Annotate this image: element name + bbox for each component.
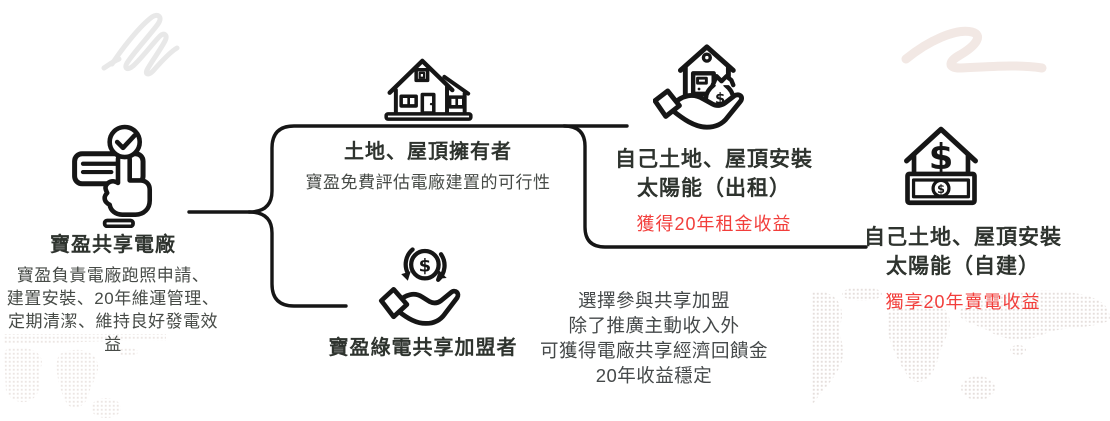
brush-stroke-decoration-icon — [901, 26, 1047, 73]
dollar-glyph: $ — [929, 137, 954, 178]
self-build-title-line1: 自己土地、屋頂安裝 — [864, 226, 1062, 249]
note-line: 除了推廣主動收入外 — [568, 315, 740, 336]
rent-title-line2: 太陽能（出租） — [637, 177, 791, 200]
dollar-glyph: $ — [937, 183, 945, 196]
node-owner: 土地、屋頂擁有者 寶盈免費評估電廠建置的可行性 — [298, 44, 558, 194]
note-line: 20年收益穩定 — [595, 365, 713, 386]
dollar-glyph: $ — [715, 91, 725, 108]
provider-desc-line: 寶盈負責電廠跑照申請、 — [16, 266, 210, 285]
node-franchisee: $ 寶盈綠電共享加盟者 — [313, 241, 533, 361]
rent-benefit: 獲得20年租金收益 — [636, 214, 792, 234]
dollar-cycle-hand-icon: $ — [378, 247, 461, 326]
franchise-note: 選擇參與共享加盟 除了推廣主動收入外 可獲得電廠共享經濟回饋金 20年收益穩定 — [529, 288, 779, 388]
node-provider: 寶盈共享電廠 寶盈負責電廠跑照申請、 建置安裝、20年維運管理、 定期清潔、維持… — [5, 122, 221, 356]
owner-title: 土地、屋頂擁有者 — [344, 141, 512, 163]
franchisee-title: 寶盈綠電共享加盟者 — [328, 337, 518, 359]
self-build-title-line2: 太陽能（自建） — [886, 255, 1040, 278]
note-line: 選擇參與共享加盟 — [577, 290, 730, 311]
provider-desc-line: 定期清潔、維持良好發電效益 — [8, 312, 218, 354]
form-check-click-icon — [72, 124, 153, 228]
node-rent: $ 自己土地、屋頂安裝 太陽能（出租） 獲得20年租金收益 — [589, 38, 839, 236]
owner-desc: 寶盈免費評估電廠建置的可行性 — [305, 173, 551, 192]
note-line: 可獲得電廠共享經濟回饋金 — [539, 340, 768, 361]
self-build-benefit: 獨享20年賣電收益 — [885, 292, 1041, 312]
house-dollar-banknote-icon: $ $ — [904, 126, 978, 206]
provider-title: 寶盈共享電廠 — [50, 234, 176, 256]
hand-house-moneybag-icon: $ — [653, 44, 744, 130]
provider-desc-line: 建置安裝、20年維運管理、 — [6, 289, 220, 308]
dollar-glyph: $ — [419, 255, 432, 276]
node-self-build: $ $ 自己土地、屋頂安裝 太陽能（自建） 獨享20年賣電收益 — [838, 118, 1088, 314]
rent-title-line1: 自己土地、屋頂安裝 — [615, 148, 813, 171]
scribble-decoration-icon — [101, 12, 180, 77]
house-icon — [383, 58, 473, 121]
